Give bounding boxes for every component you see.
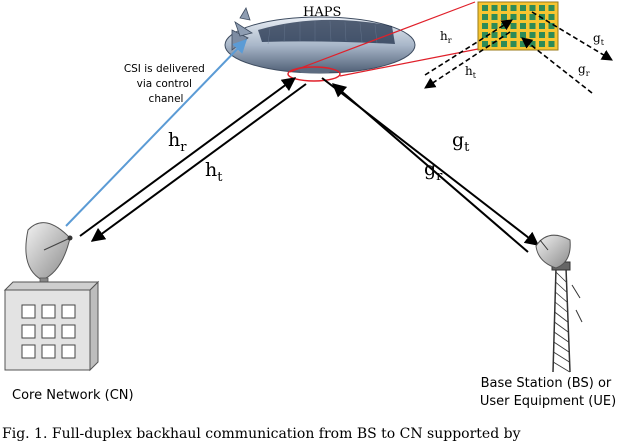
tower-brace xyxy=(554,321,569,333)
array-element xyxy=(482,41,488,47)
array-element xyxy=(539,14,545,20)
array-element xyxy=(482,23,488,29)
tower-brace xyxy=(553,331,569,343)
array-element xyxy=(539,32,545,38)
bs-label: Base Station (BS) or User Equipment (UE) xyxy=(480,376,616,409)
core-network-label: Core Network (CN) xyxy=(12,388,134,403)
array-element xyxy=(482,5,488,11)
array-element xyxy=(510,41,517,47)
inset-gr-arrow xyxy=(521,37,593,94)
array-element xyxy=(529,5,536,11)
cell-tower-icon xyxy=(535,234,583,373)
building-window xyxy=(41,324,56,339)
array-element xyxy=(501,32,507,38)
tower-brace xyxy=(555,281,567,293)
building-window xyxy=(41,344,56,359)
inset-ht-arrow xyxy=(424,31,511,89)
array-element xyxy=(529,14,536,20)
array-element xyxy=(510,32,517,38)
tower-brace xyxy=(554,311,569,323)
building-window xyxy=(61,344,76,359)
csi-note: CSI is delivered via control chanel xyxy=(124,63,208,105)
array-element xyxy=(501,5,507,11)
hr-arrow xyxy=(79,77,297,237)
array-element xyxy=(501,41,507,47)
inset-hr-arrow xyxy=(424,19,513,76)
array-element xyxy=(548,5,555,11)
array-element xyxy=(548,23,555,29)
tower-brace xyxy=(553,351,570,363)
array-element xyxy=(529,32,536,38)
array-element xyxy=(520,14,526,20)
gr-label: gr xyxy=(424,158,443,184)
building-window xyxy=(21,304,36,319)
building-window xyxy=(21,324,36,339)
tower-brace xyxy=(554,301,568,313)
array-element xyxy=(510,23,517,29)
inset-gr-label: gr xyxy=(578,62,590,78)
building-window xyxy=(21,344,36,359)
array-element xyxy=(520,32,526,38)
haps-label: HAPS xyxy=(303,5,341,20)
ht-arrow xyxy=(90,83,307,242)
array-element xyxy=(520,5,526,11)
array-element xyxy=(548,14,555,20)
gr-arrow xyxy=(331,83,529,253)
array-element xyxy=(520,41,526,47)
building-icon xyxy=(3,280,100,372)
inset-gt-label: gt xyxy=(593,31,605,47)
array-element xyxy=(491,41,498,47)
array-element xyxy=(491,5,498,11)
inset-hr-label: hr xyxy=(440,29,452,45)
zoom-callout xyxy=(287,1,479,82)
array-element xyxy=(529,23,536,29)
tower-brace xyxy=(552,361,570,373)
ht-label: ht xyxy=(205,159,223,185)
array-element xyxy=(548,32,555,38)
array-element xyxy=(491,32,498,38)
building-window xyxy=(61,304,76,319)
inset-ht-label: ht xyxy=(465,64,477,80)
tower-brace xyxy=(555,271,567,283)
main-link-arrows xyxy=(79,77,540,253)
hr-label: hr xyxy=(168,129,187,155)
gt-label: gt xyxy=(452,129,470,155)
figure-caption: Fig. 1. Full-duplex backhaul communicati… xyxy=(2,426,521,441)
tower-brace xyxy=(555,291,568,303)
array-element xyxy=(539,23,545,29)
building-window xyxy=(61,324,76,339)
array-element xyxy=(520,23,526,29)
array-element xyxy=(548,41,555,47)
csi-arrow xyxy=(65,38,247,227)
array-element xyxy=(539,41,545,47)
building-window xyxy=(41,304,56,319)
array-element xyxy=(482,14,488,20)
array-element xyxy=(510,14,517,20)
array-element xyxy=(491,14,498,20)
array-element xyxy=(539,5,545,11)
inset-link-arrows xyxy=(424,11,613,94)
array-element xyxy=(482,32,488,38)
antenna-array-icon xyxy=(477,1,559,51)
array-element xyxy=(491,23,498,29)
tower-brace xyxy=(553,341,570,353)
array-element xyxy=(510,5,517,11)
array-element xyxy=(501,14,507,20)
